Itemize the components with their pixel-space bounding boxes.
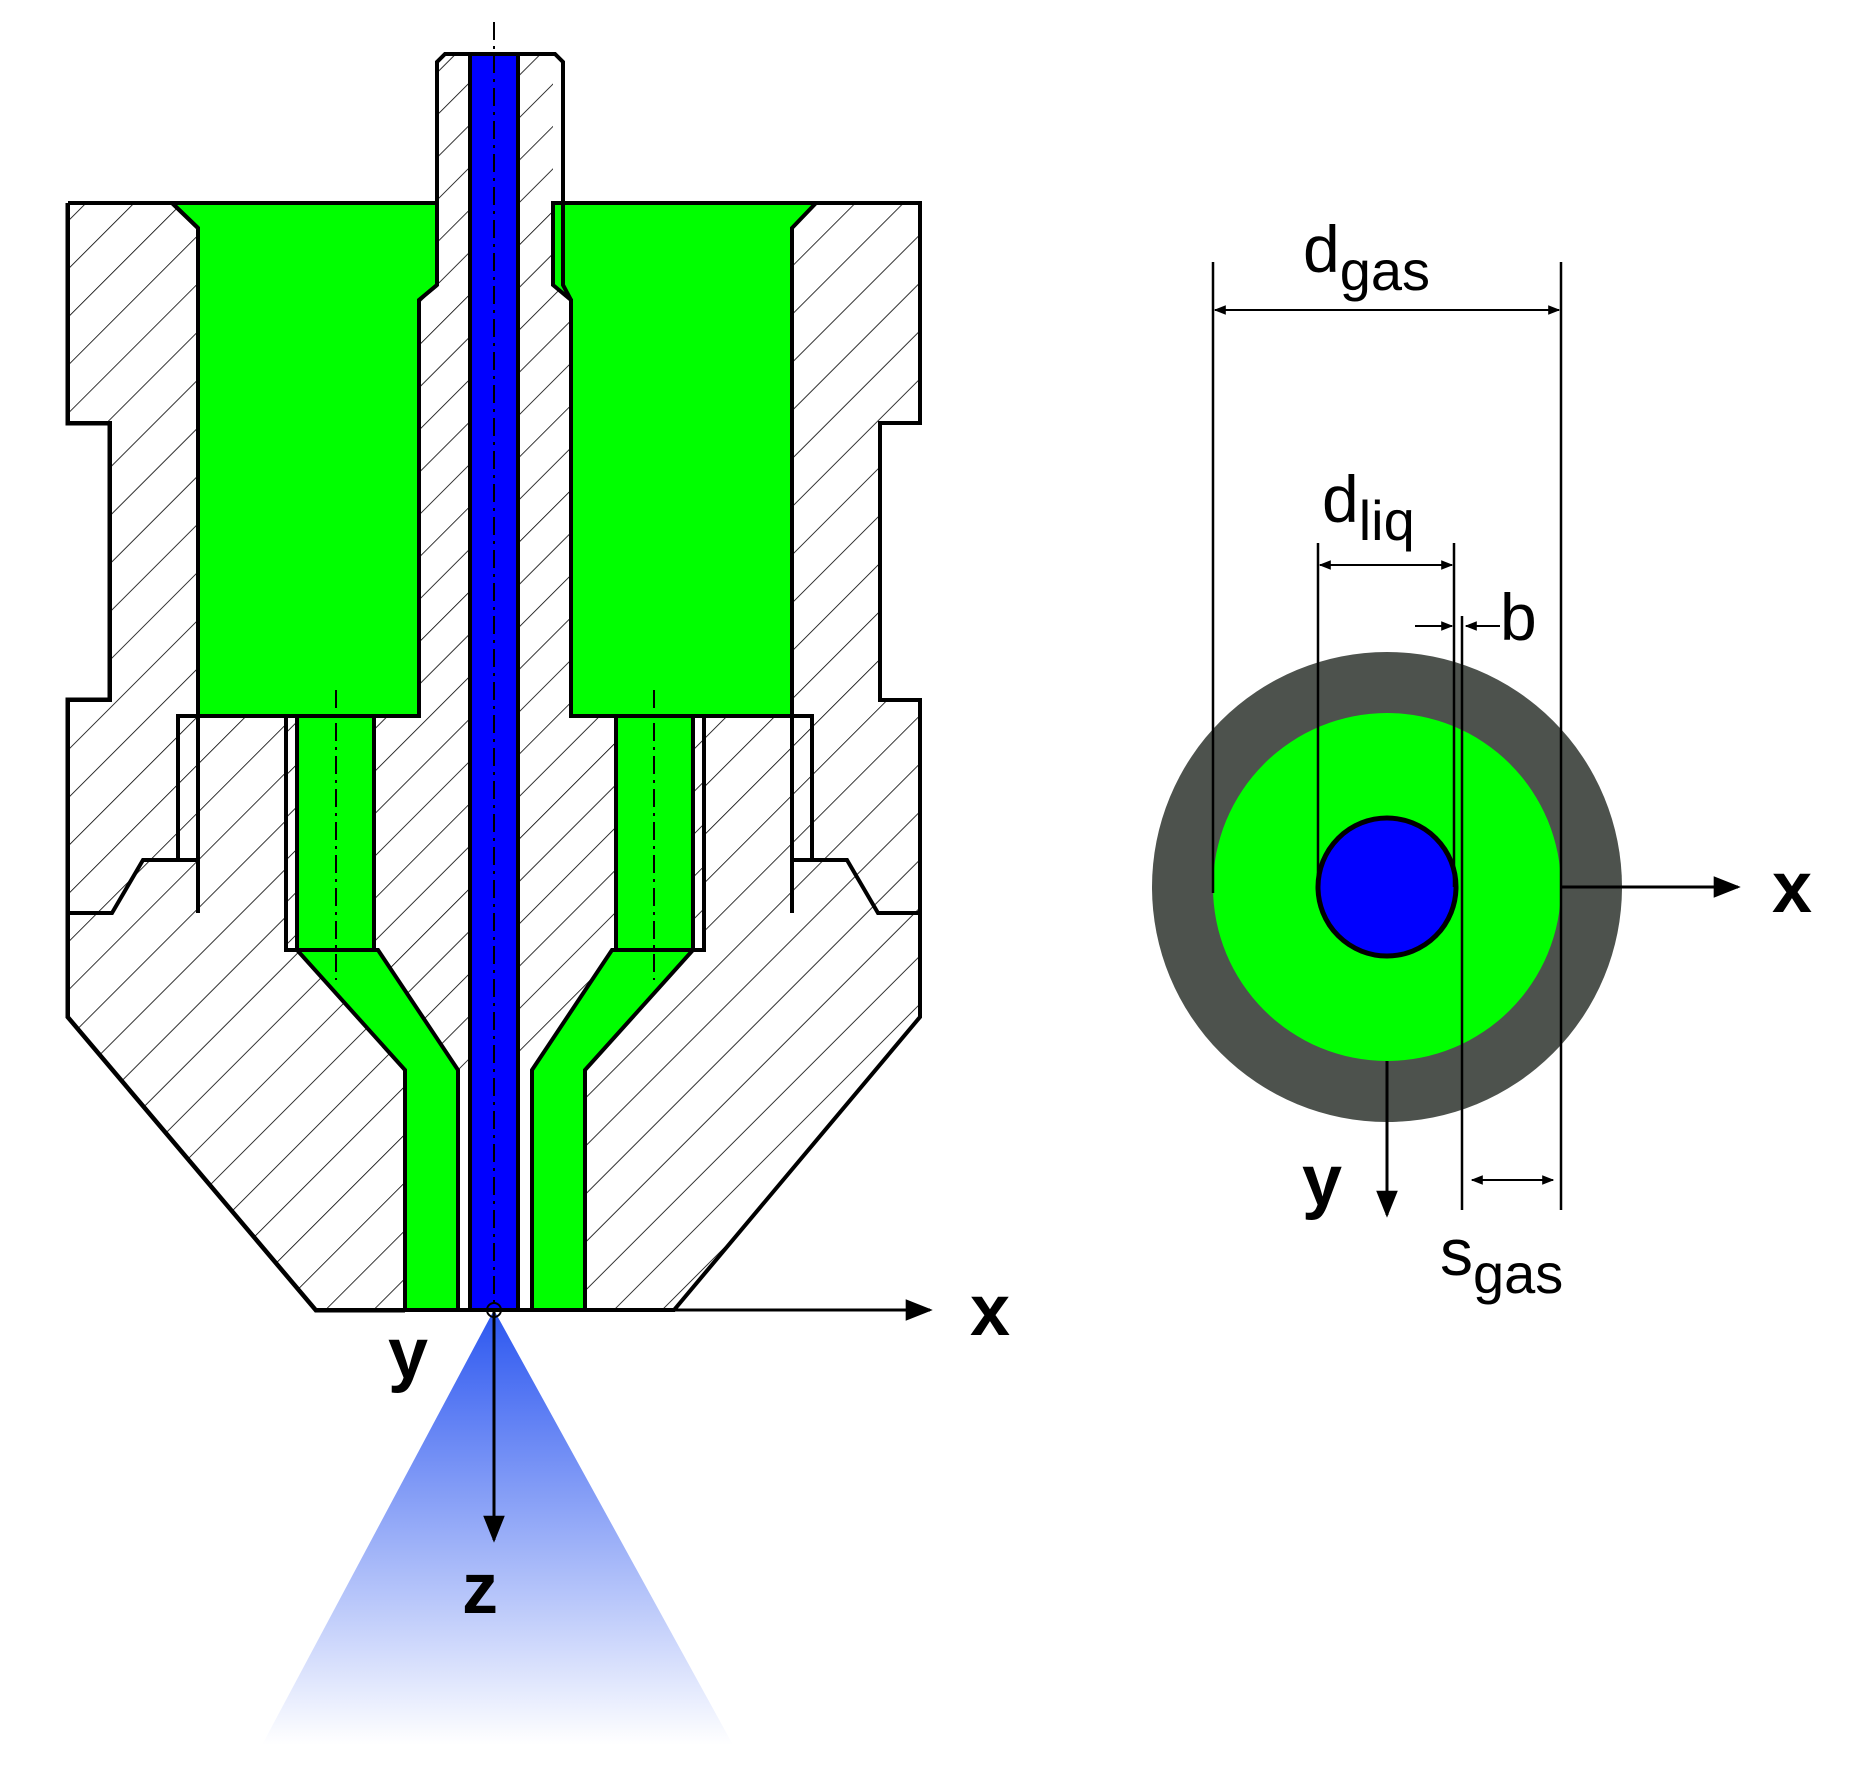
body-outline [66, 201, 922, 1312]
top-y-label: y [1302, 1141, 1342, 1221]
dgas-label: dgas [1303, 212, 1430, 302]
insert-center-right [518, 54, 616, 1070]
origin-marker [486, 1302, 502, 1318]
liquid-core [1315, 815, 1459, 959]
dliq-label: dliq [1322, 462, 1415, 552]
section-x-label: x [970, 1271, 1010, 1351]
spray-cone [262, 1310, 733, 1745]
lower-body-right [532, 716, 920, 1310]
tube-outline [417, 52, 573, 1310]
gas-chamber-right [551, 201, 821, 718]
sgas-label: sgas [1440, 1215, 1563, 1305]
cap-left [68, 203, 198, 716]
top-view: dgas dliq b sgas x y [1152, 212, 1812, 1305]
section-y-label: y [388, 1314, 428, 1394]
gas-chamber-left [167, 201, 439, 718]
insert-center-left [374, 54, 470, 1070]
section-view: x y z [65, 22, 1010, 1745]
lower-body-left [68, 716, 458, 1310]
cap-right [792, 203, 920, 716]
b-label: b [1500, 580, 1537, 654]
top-x-label: x [1772, 848, 1812, 928]
section-z-label: z [462, 1549, 498, 1629]
